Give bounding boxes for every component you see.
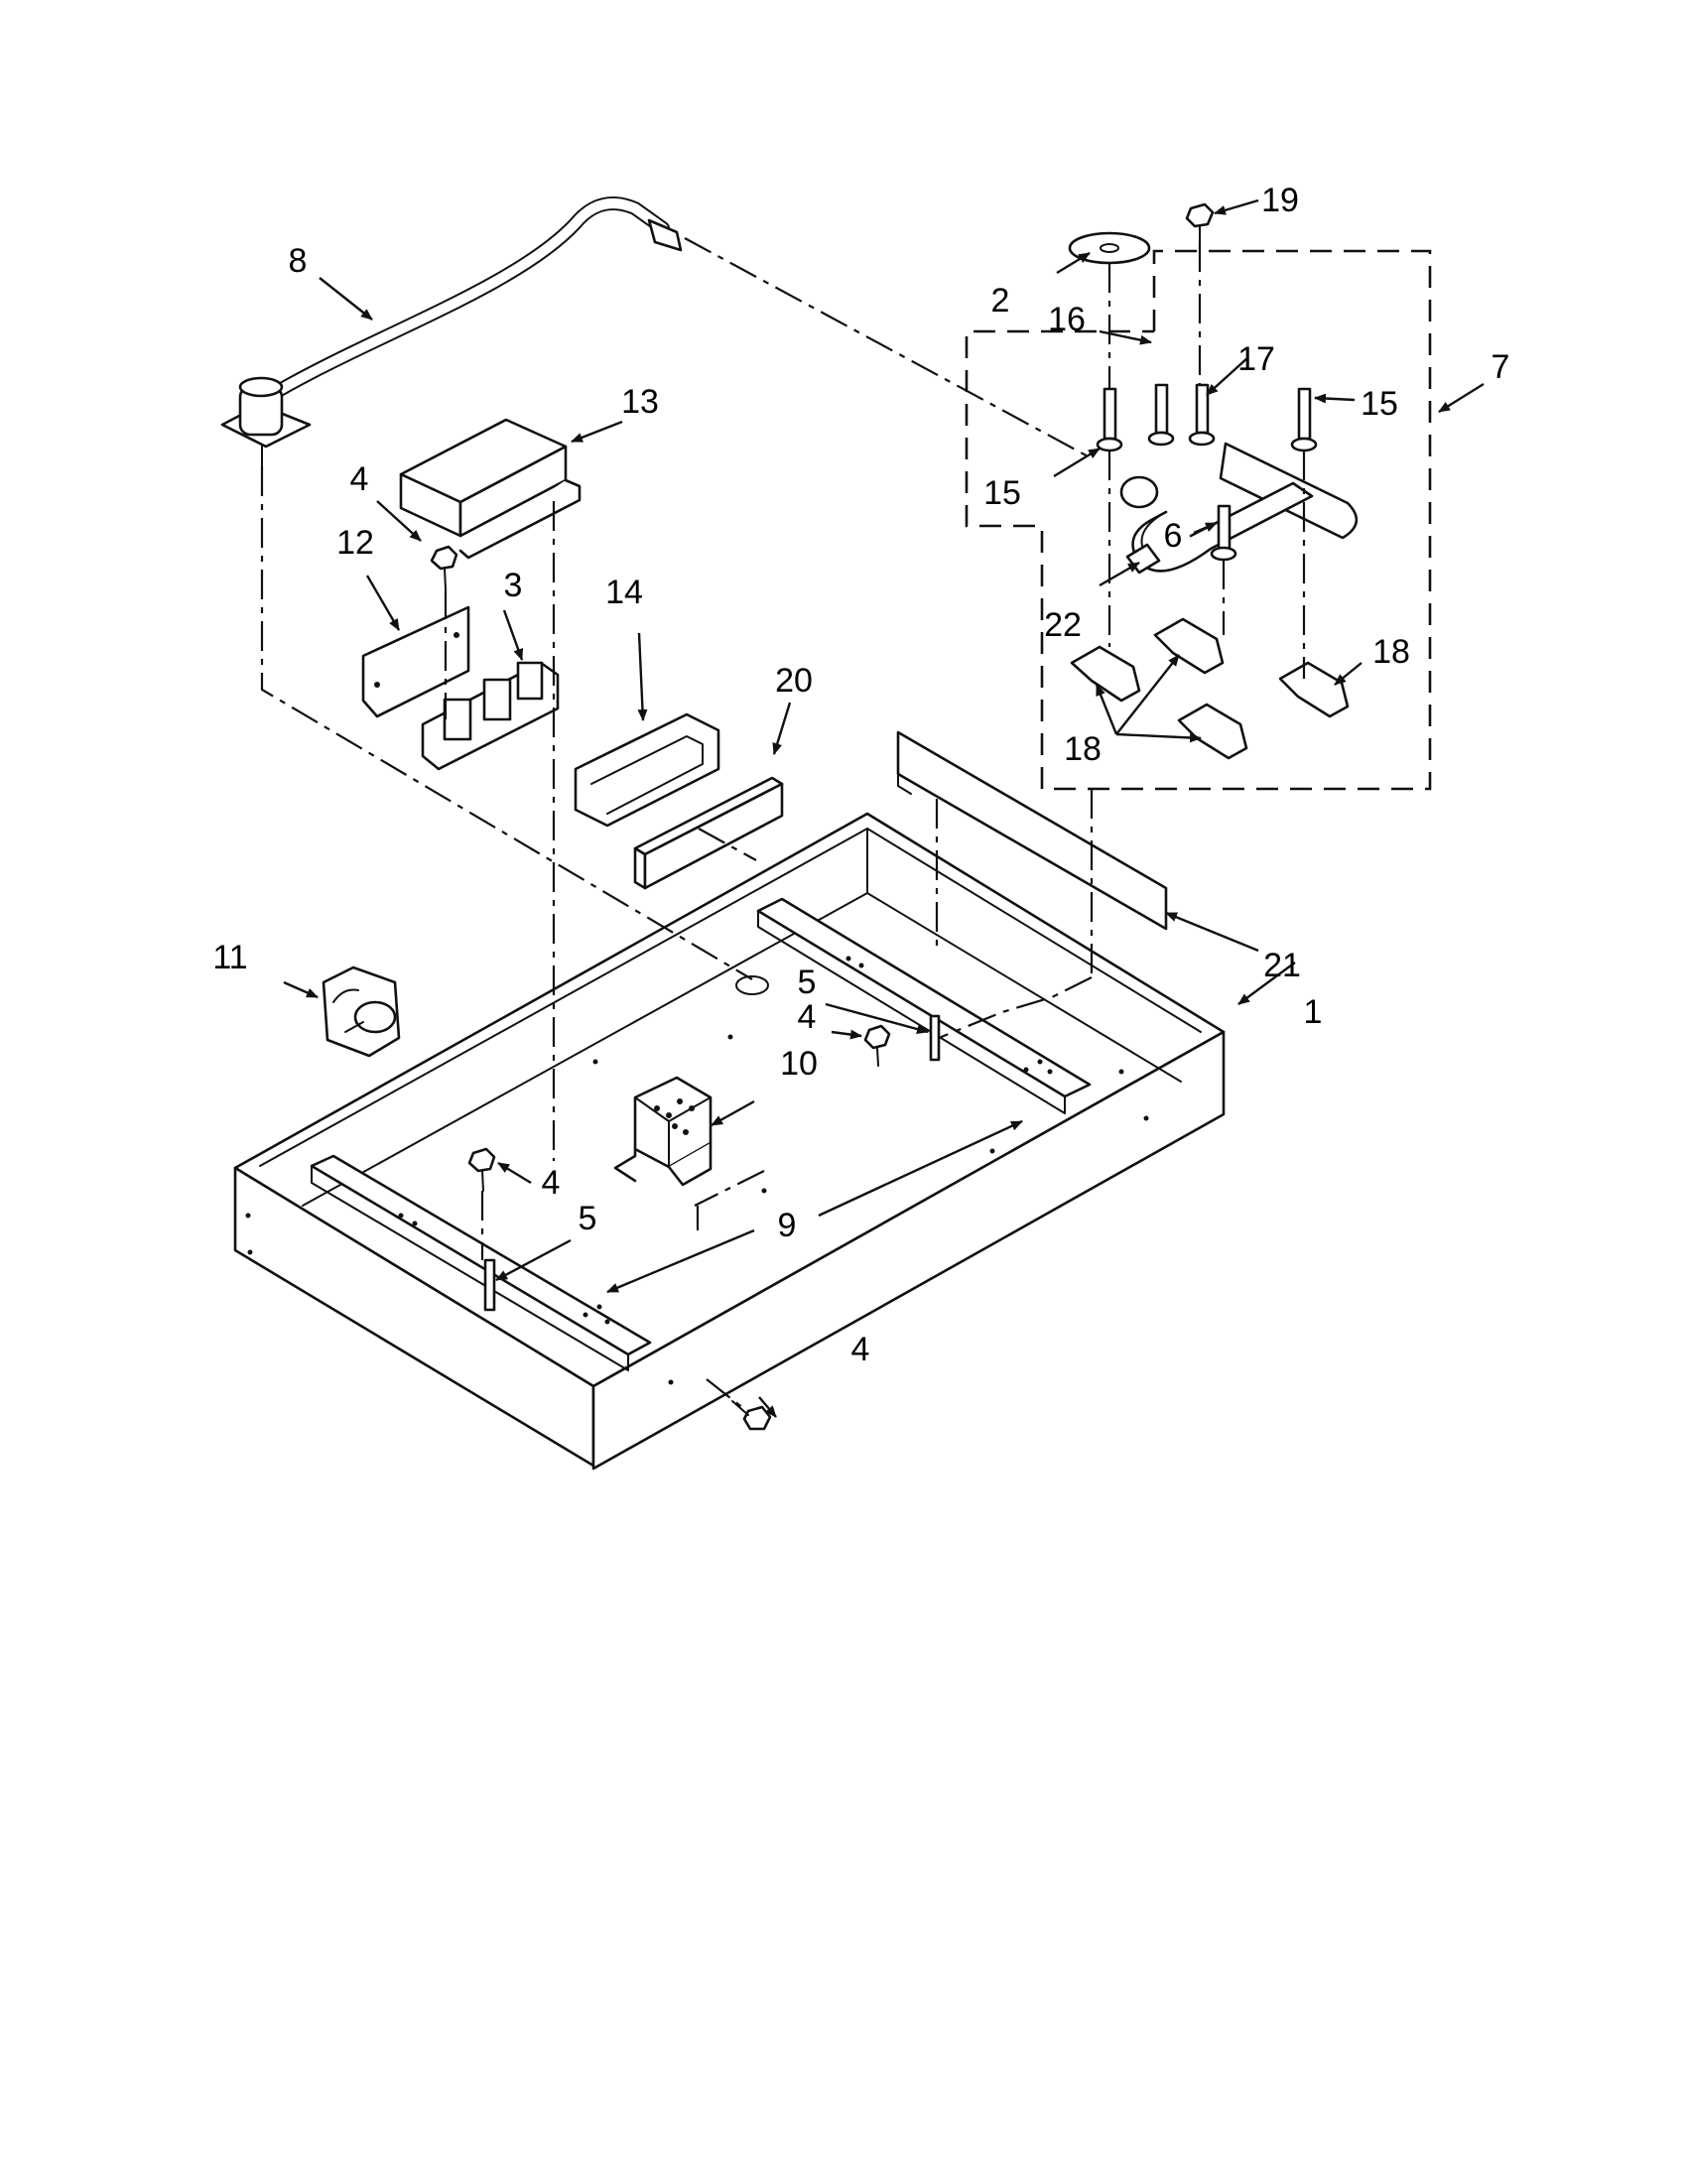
callout-3: 3 <box>504 567 523 604</box>
callout-4-center: 4 <box>542 1164 561 1202</box>
callout-5-front: 5 <box>579 1200 597 1237</box>
clip-5-back <box>929 1014 941 1062</box>
base-pan <box>233 812 1226 1471</box>
callout-4-side: 4 <box>851 1331 870 1368</box>
alignment-lines <box>260 237 1306 1410</box>
callout-18-right: 18 <box>1372 633 1410 671</box>
callout-15-left: 15 <box>983 474 1021 512</box>
callout-9: 9 <box>778 1207 797 1244</box>
callout-labels: 1 2 3 4 4 4 4 5 5 6 7 8 9 10 11 12 13 14… <box>212 182 1509 1368</box>
callout-20: 20 <box>775 662 813 700</box>
callout-13: 13 <box>621 383 659 421</box>
bracket-10 <box>613 1076 713 1187</box>
callout-14: 14 <box>605 574 643 611</box>
spacer-14 <box>574 712 720 828</box>
rail-back <box>756 897 1092 1114</box>
clip-5-front <box>483 1258 496 1312</box>
electrode-15-left <box>1096 387 1123 452</box>
callout-4-back: 4 <box>798 998 817 1036</box>
screw-4-side <box>731 1400 772 1431</box>
electrode-15-right <box>1290 387 1318 452</box>
callout-15-right: 15 <box>1361 385 1398 423</box>
gas-tube-8 <box>220 196 683 467</box>
callout-12: 12 <box>336 524 374 562</box>
callout-8: 8 <box>289 242 308 280</box>
callout-10: 10 <box>780 1045 818 1083</box>
callout-18-bottom: 18 <box>1064 730 1102 768</box>
burner-assembly-7 <box>1119 442 1359 573</box>
base-pan-holes <box>245 1034 1149 1385</box>
callout-2: 2 <box>991 282 1010 320</box>
callout-7: 7 <box>1492 348 1510 386</box>
callout-16: 16 <box>1048 301 1086 338</box>
callout-1: 1 <box>1304 993 1323 1031</box>
cover-13 <box>399 418 582 560</box>
leader-arrows <box>283 198 1485 1418</box>
callout-6: 6 <box>1164 517 1183 555</box>
bracket-18-a <box>1070 645 1141 703</box>
callout-4-top: 4 <box>350 460 369 498</box>
callout-22: 22 <box>1044 606 1082 644</box>
bracket-12 <box>361 605 470 718</box>
screw-4-back <box>863 1024 891 1067</box>
callout-21: 21 <box>1263 947 1301 984</box>
screw-4-center <box>467 1147 496 1192</box>
bracket-18-d <box>1278 661 1350 718</box>
shield-21 <box>896 730 1168 931</box>
screw-19 <box>1185 202 1215 243</box>
valve-11 <box>322 965 401 1058</box>
assembly-7-boundary <box>965 249 1432 791</box>
bracket-18-c <box>1177 703 1248 760</box>
callout-11: 11 <box>212 939 247 976</box>
terminal-block-3 <box>421 661 560 771</box>
electrode-17 <box>1188 383 1216 447</box>
rail-front <box>310 1154 652 1371</box>
bracket-18-b <box>1153 617 1225 675</box>
screw-4-top <box>430 545 458 590</box>
callout-5-back: 5 <box>798 964 817 1001</box>
callout-19: 19 <box>1261 182 1299 219</box>
callout-17: 17 <box>1237 340 1275 378</box>
electrode-16 <box>1147 383 1175 447</box>
